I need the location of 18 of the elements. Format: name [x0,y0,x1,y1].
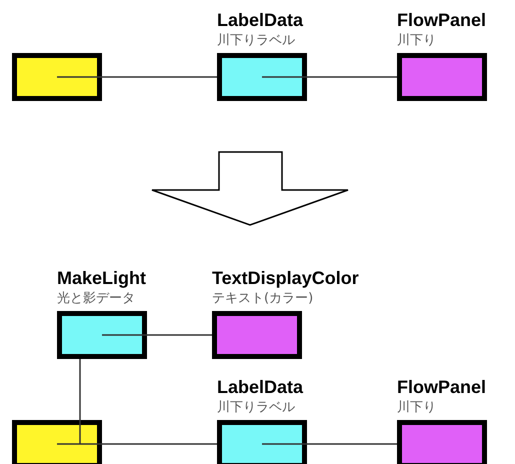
node-title: LabelData [217,377,304,397]
connector-line [57,443,217,445]
node-subtitle: テキスト(カラー) [212,291,314,307]
node-subtitle: 川下り [397,33,436,49]
connector-line [57,76,217,78]
connector-line [262,443,397,445]
node-title: LabelData [217,10,304,30]
node-title: FlowPanel [397,377,486,397]
connector-line [79,359,81,444]
connector-line [262,76,397,78]
node-subtitle: 川下りラベル [217,400,295,416]
node-title: TextDisplayColor [212,268,359,288]
connector-line [102,334,212,336]
node-title: FlowPanel [397,10,486,30]
node-subtitle: 光と影データ [57,291,135,307]
node-subtitle: 川下りラベル [217,33,295,49]
node-subtitle: 川下り [397,400,436,416]
node-title: MakeLight [57,268,146,288]
